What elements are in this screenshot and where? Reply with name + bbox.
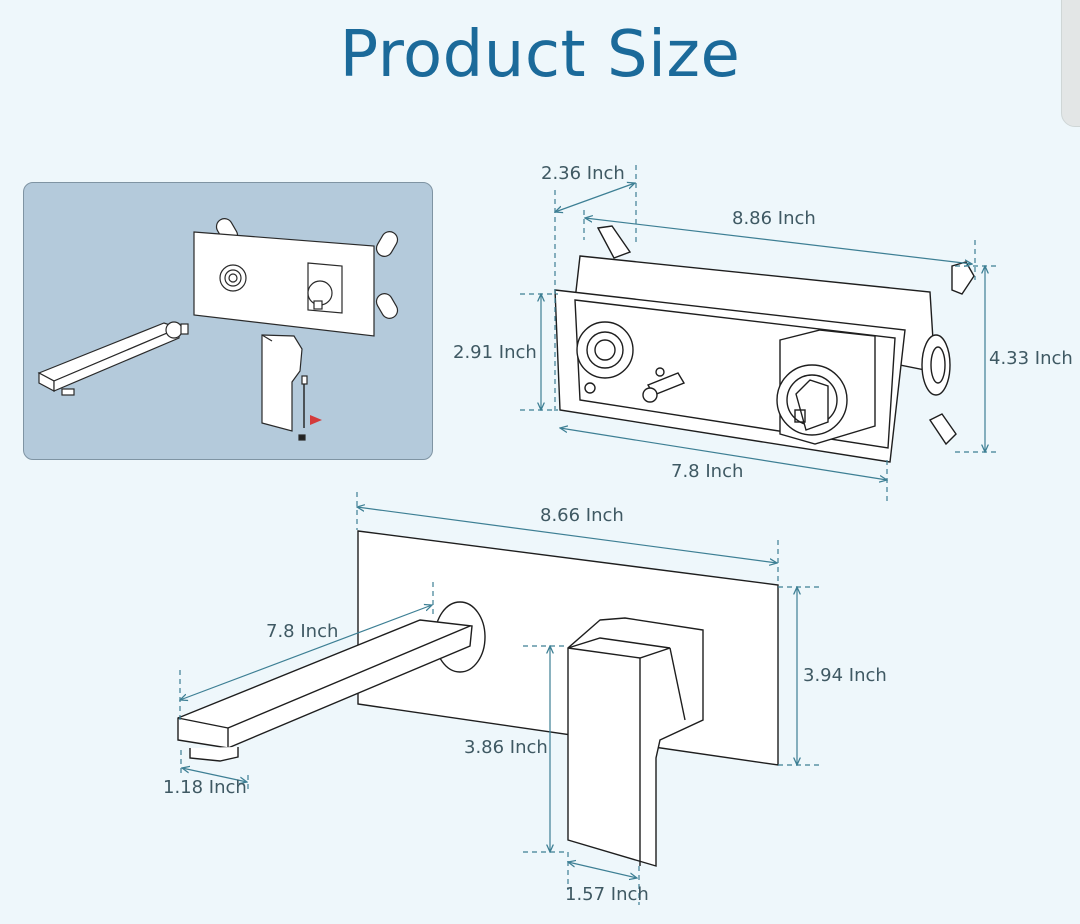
- valve-box-illustration: [554, 225, 975, 463]
- dim-spout-outlet-label: 1.18 Inch: [163, 777, 247, 798]
- dim-spout-length-label: 7.8 Inch: [266, 621, 339, 642]
- dim-plate-height-label: 3.94 Inch: [803, 665, 887, 686]
- dim-box-width-label: 7.8 Inch: [671, 461, 744, 482]
- dim-overall-height-label: 4.33 Inch: [989, 348, 1073, 369]
- page-title: Product Size: [339, 18, 741, 92]
- installation-inset: [23, 182, 433, 460]
- dim-plate-width-label: 8.66 Inch: [540, 505, 624, 526]
- faucet-illustration: [177, 530, 779, 867]
- dim-overall-width-label: 8.86 Inch: [732, 208, 816, 229]
- dim-box-height-label: 2.91 Inch: [453, 342, 537, 363]
- exploded-view-illustration: [37, 218, 399, 441]
- dim-handle-height-label: 3.86 Inch: [464, 737, 548, 758]
- red-arrow-icon: [310, 415, 322, 425]
- dim-handle-width-label: 1.57 Inch: [565, 884, 649, 905]
- dim-depth-label: 2.36 Inch: [541, 163, 625, 184]
- side-panel-tab[interactable]: [1061, 0, 1080, 127]
